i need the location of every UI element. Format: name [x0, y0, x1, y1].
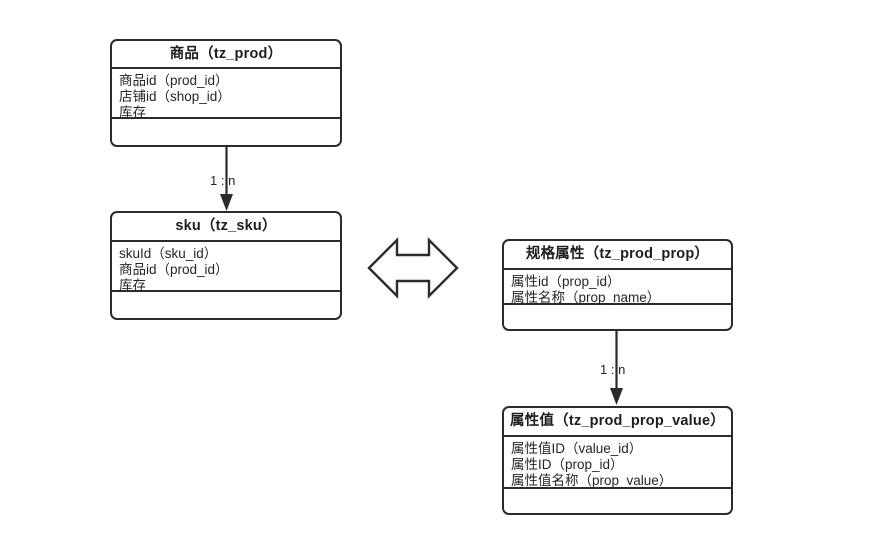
entity-table-tz-prod: 商品（tz_prod） 商品id（prod_id） 店铺id（shop_id） …: [110, 39, 342, 147]
entity-table-tz-sku: sku（tz_sku） skuId（sku_id） 商品id（prod_id） …: [110, 211, 342, 320]
cardinality-label-prod-to-sku: 1 : n: [210, 173, 236, 188]
field-row: 库存: [119, 105, 146, 120]
entity-methods-tz-prod-prop: [504, 305, 731, 329]
relation-line-prod-to-sku: [218, 147, 238, 213]
field-row: 属性id（prop_id）: [511, 274, 621, 289]
entity-header-tz-prod: 商品（tz_prod）: [112, 41, 340, 69]
entity-table-tz-prod-prop-value: 属性值（tz_prod_prop_value） 属性值ID（value_id） …: [502, 406, 733, 515]
field-row: 商品id（prod_id）: [119, 262, 229, 277]
entity-fields-tz-prod-prop: 属性id（prop_id） 属性名称（prop_name）: [504, 270, 731, 305]
entity-fields-tz-prod: 商品id（prod_id） 店铺id（shop_id） 库存: [112, 69, 340, 120]
entity-methods-tz-prod-prop-value: [504, 489, 731, 513]
field-row: 店铺id（shop_id）: [119, 89, 231, 104]
field-row: 库存: [119, 278, 146, 293]
entity-table-tz-prod-prop: 规格属性（tz_prod_prop） 属性id（prop_id） 属性名称（pr…: [502, 239, 733, 331]
entity-methods-tz-prod: [112, 119, 340, 143]
entity-header-tz-prod-prop-value: 属性值（tz_prod_prop_value）: [504, 408, 731, 437]
entity-fields-tz-prod-prop-value: 属性值ID（value_id） 属性ID（prop_id） 属性值名称（prop…: [504, 437, 731, 489]
field-row: 属性名称（prop_name）: [511, 290, 661, 305]
entity-fields-tz-sku: skuId（sku_id） 商品id（prod_id） 库存: [112, 242, 340, 293]
field-row: 属性值名称（prop_value）: [511, 473, 673, 488]
bidirectional-arrow-icon: [367, 237, 459, 299]
field-row: skuId（sku_id）: [119, 246, 218, 261]
entity-methods-tz-sku: [112, 292, 340, 318]
field-row: 商品id（prod_id）: [119, 73, 229, 88]
entity-header-tz-prod-prop: 规格属性（tz_prod_prop）: [504, 241, 731, 270]
field-row: 属性值ID（value_id）: [511, 441, 643, 456]
field-row: 属性ID（prop_id）: [511, 457, 624, 472]
cardinality-label-prop-to-prop-value: 1 : n: [600, 362, 626, 377]
entity-header-tz-sku: sku（tz_sku）: [112, 213, 340, 242]
relation-line-prop-to-prop-value: [608, 331, 628, 407]
